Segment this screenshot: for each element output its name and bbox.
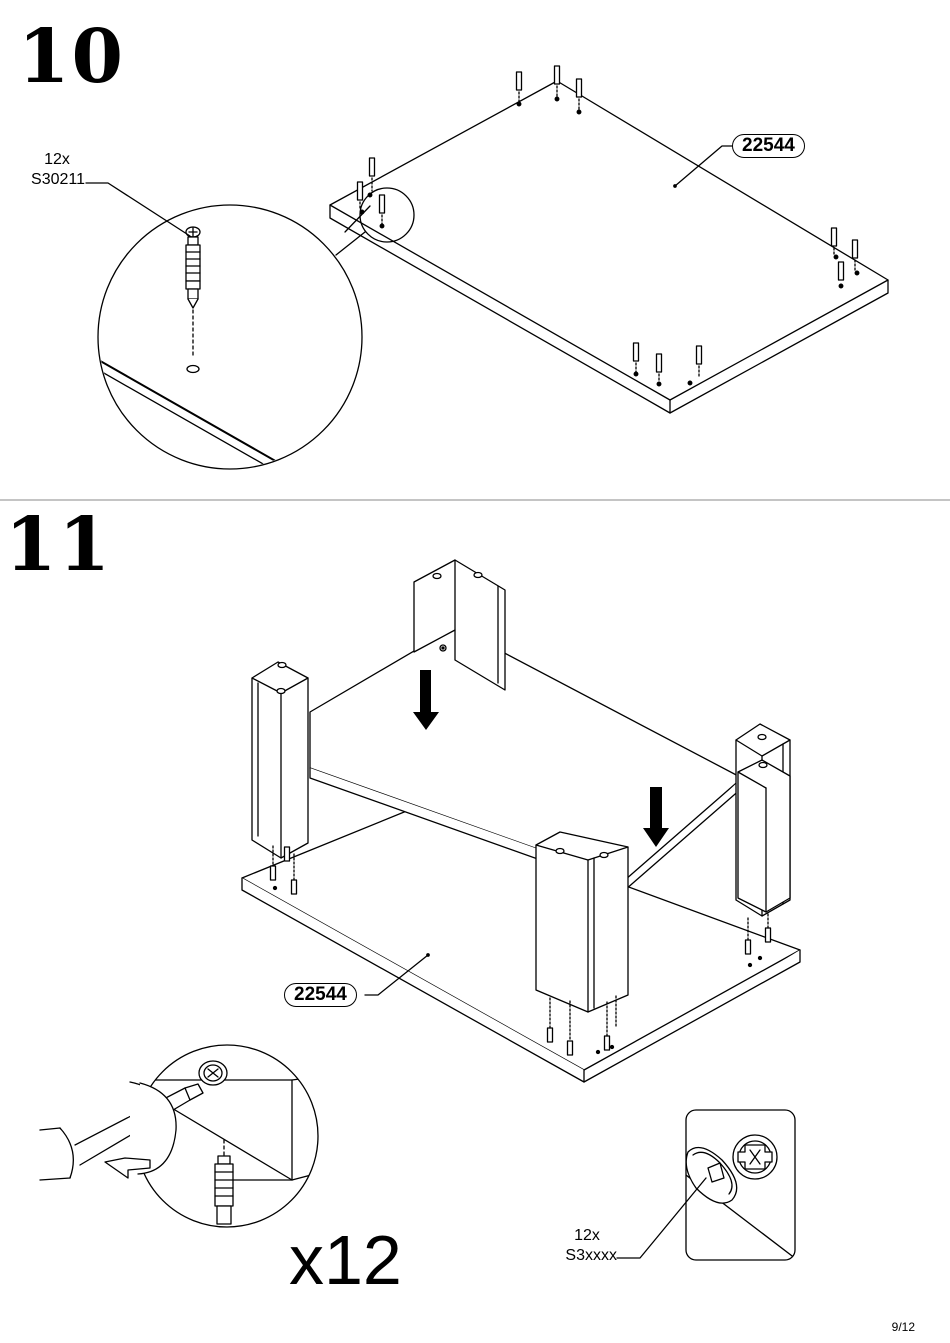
cam-bolt-icon: [215, 1140, 233, 1224]
step-number-10: 10: [18, 20, 125, 94]
cam-lock-icon: [199, 1061, 227, 1085]
part-quantity: 12x: [15, 150, 85, 170]
part-callout-s3xxxx: 12x S3xxxx: [545, 1226, 617, 1266]
side-panel-front-left: [252, 662, 308, 858]
part-quantity: 12x: [545, 1226, 617, 1246]
side-panel-front-right-edge: [738, 760, 790, 912]
panel-label-22544-step11: 22544: [284, 983, 357, 1007]
panel-label-22544-step10: 22544: [732, 134, 805, 158]
callout-leader: [86, 183, 190, 236]
cam-lock-icon: [733, 1135, 777, 1179]
detail-magnifier-step10: [95, 205, 362, 485]
board-panel-step10: [330, 81, 888, 413]
part-code: S3xxxx: [545, 1246, 617, 1266]
page-number: 9/12: [892, 1320, 915, 1334]
screwdriver-detail: [40, 1045, 330, 1227]
side-panel-front-center: [536, 832, 628, 1012]
step-number-11: 11: [5, 508, 112, 582]
part-callout-s30211: 12x S30211: [15, 150, 85, 190]
tool-repeat-count: x12: [289, 1225, 402, 1295]
cam-bolt-icon: [186, 227, 200, 373]
cam-lock-detail: [686, 1110, 800, 1262]
part-code: S30211: [15, 170, 85, 190]
